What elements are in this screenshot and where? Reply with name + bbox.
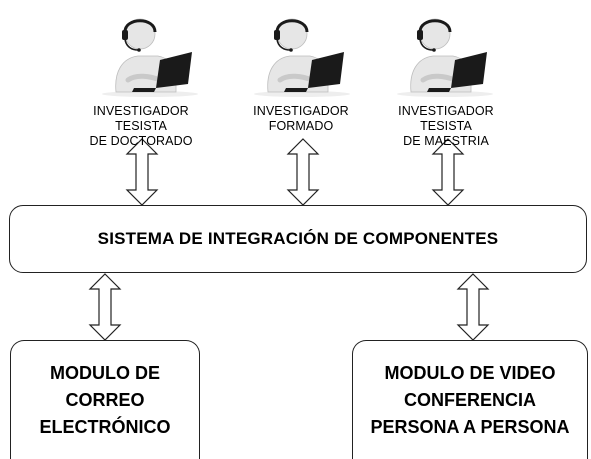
email-module-label-line: ELECTRÓNICO — [39, 416, 171, 437]
user-label-line: DE DOCTORADO — [89, 134, 193, 148]
email-module-label-line: CORREO — [65, 389, 145, 410]
double-arrow-integration-video — [456, 273, 490, 341]
integration-system-box: SISTEMA DE INTEGRACIÓN DE COMPONENTES — [9, 205, 587, 273]
video-module-label-line: MODULO DE VIDEO — [384, 362, 556, 383]
user-label-doctorado: INVESTIGADOR TESISTA DE DOCTORADO — [66, 104, 216, 149]
user-label-maestria: INVESTIGADOR TESISTA DE MAESTRIA — [371, 104, 521, 149]
video-module-label-line: CONFERENCIA — [403, 389, 536, 410]
email-module-box: MODULO DE CORREO ELECTRÓNICO — [10, 340, 200, 459]
user-label-line: DE MAESTRIA — [403, 134, 489, 148]
user-label-line: INVESTIGADOR TESISTA — [398, 104, 494, 133]
double-arrow-integration-email — [88, 273, 122, 341]
user-label-line: INVESTIGADOR — [253, 104, 349, 118]
user-laptop-headset-icon — [389, 8, 499, 98]
video-module-box: MODULO DE VIDEO CONFERENCIA PERSONA A PE… — [352, 340, 588, 459]
user-label-line: INVESTIGADOR TESISTA — [93, 104, 189, 133]
double-arrow-formado-integration — [286, 138, 320, 206]
user-label-formado: INVESTIGADOR FORMADO — [226, 104, 376, 134]
user-label-line: FORMADO — [268, 119, 334, 133]
video-module-label-line: PERSONA A PERSONA — [370, 416, 570, 437]
user-laptop-headset-icon — [246, 8, 356, 98]
user-laptop-headset-icon — [94, 8, 204, 98]
email-module-label-line: MODULO DE — [49, 362, 160, 383]
integration-system-label: SISTEMA DE INTEGRACIÓN DE COMPONENTES — [97, 229, 499, 248]
